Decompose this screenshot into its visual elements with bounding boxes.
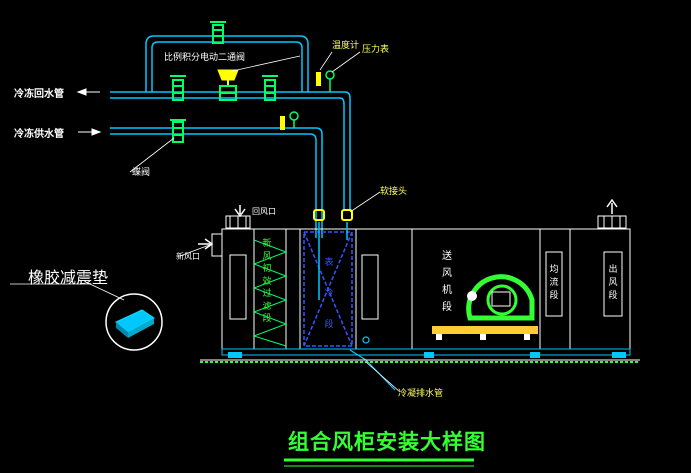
pressure-gauge-supply-icon — [289, 111, 299, 121]
label-thermometer: 温度计 — [332, 41, 360, 51]
supply-valve-icon — [170, 119, 186, 143]
motorized-valve-icon — [217, 69, 239, 101]
flex-joint-right-icon — [341, 209, 353, 221]
fan-base — [432, 326, 538, 334]
label-chw-supply: 冷冻供水管 — [14, 129, 64, 140]
label-flex-joint: 软接头 — [380, 187, 408, 197]
label-condensate: 冷凝排水管 — [398, 389, 444, 399]
label-gate-valve: 蝶阀 — [132, 168, 151, 178]
section-fan: 送风 机段 — [442, 251, 452, 313]
section-mix-filter: 新风 初效 过滤 段 — [262, 239, 272, 324]
leaders — [10, 51, 401, 393]
thermometer-icon — [316, 72, 321, 86]
piping — [110, 35, 351, 238]
base-frame — [200, 348, 640, 363]
rubber-pad-icon — [105, 293, 163, 351]
section-outlet: 出风 段 — [608, 265, 618, 301]
label-pressure-gauge: 压力表 — [362, 45, 390, 55]
coil — [303, 231, 353, 347]
top-valve-icon — [210, 21, 226, 44]
valves — [170, 21, 278, 143]
dampers — [211, 215, 627, 257]
fan-feet — [436, 334, 530, 340]
label-chw-return: 冷冻回水管 — [14, 89, 64, 100]
page-title: 组合风柜安装大样图 — [288, 430, 486, 454]
flex-joint-left-icon — [313, 209, 325, 221]
label-rubber-pad: 橡胶减震垫 — [28, 268, 109, 287]
title-underline — [284, 458, 474, 467]
label-return-air: 回风口 — [252, 207, 276, 216]
label-2way-valve: 比例积分电动二通阀 — [164, 53, 246, 63]
return-valve-right-icon — [262, 75, 278, 101]
instruments — [280, 70, 335, 130]
return-valve-left-icon — [170, 75, 186, 101]
fan-icon — [466, 274, 535, 321]
coil-pipes — [318, 222, 348, 300]
label-fresh-air: 新风口 — [176, 252, 200, 261]
ahu-body — [221, 228, 631, 350]
filter-media — [252, 239, 288, 347]
section-coil: 表冷 段 — [324, 258, 334, 330]
flex-joints — [313, 209, 353, 221]
section-uniform: 均流 段 — [549, 265, 559, 301]
pipe-arrows — [76, 88, 102, 136]
thermometer-supply-icon — [280, 116, 285, 130]
pressure-gauge-icon — [325, 70, 335, 80]
